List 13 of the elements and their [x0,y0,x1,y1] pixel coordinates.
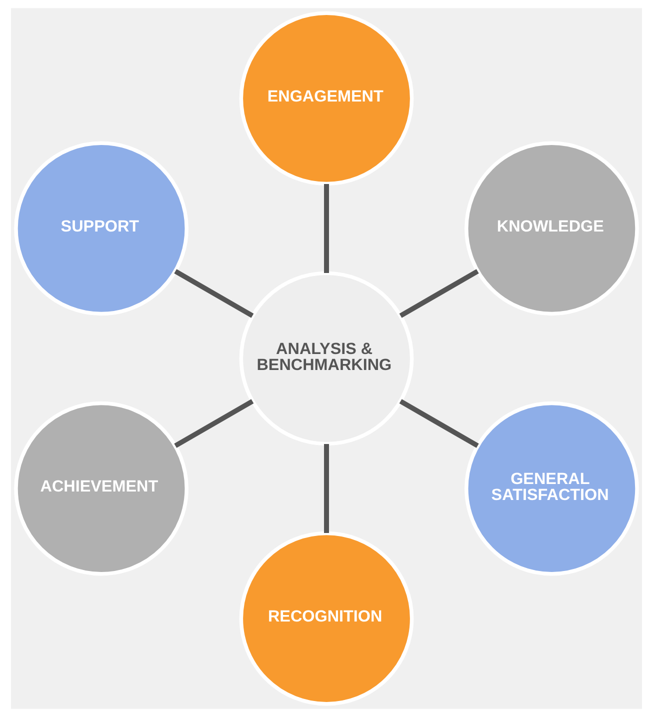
connector [398,399,478,448]
node-circle: ACHIEVEMENT [14,401,188,576]
node-circle: SUPPORT [14,141,188,316]
node-circle: GENERAL SATISFACTION [464,401,638,576]
connector [174,269,254,318]
node-circle: ENGAGEMENT [238,11,414,186]
connector [324,184,328,273]
node-circle: KNOWLEDGE [464,141,638,316]
connector [174,399,254,448]
connector [398,269,478,318]
node-circle: ANALYSIS & BENCHMARKING [238,271,414,446]
connector [324,444,328,533]
node-circle: RECOGNITION [238,531,414,706]
